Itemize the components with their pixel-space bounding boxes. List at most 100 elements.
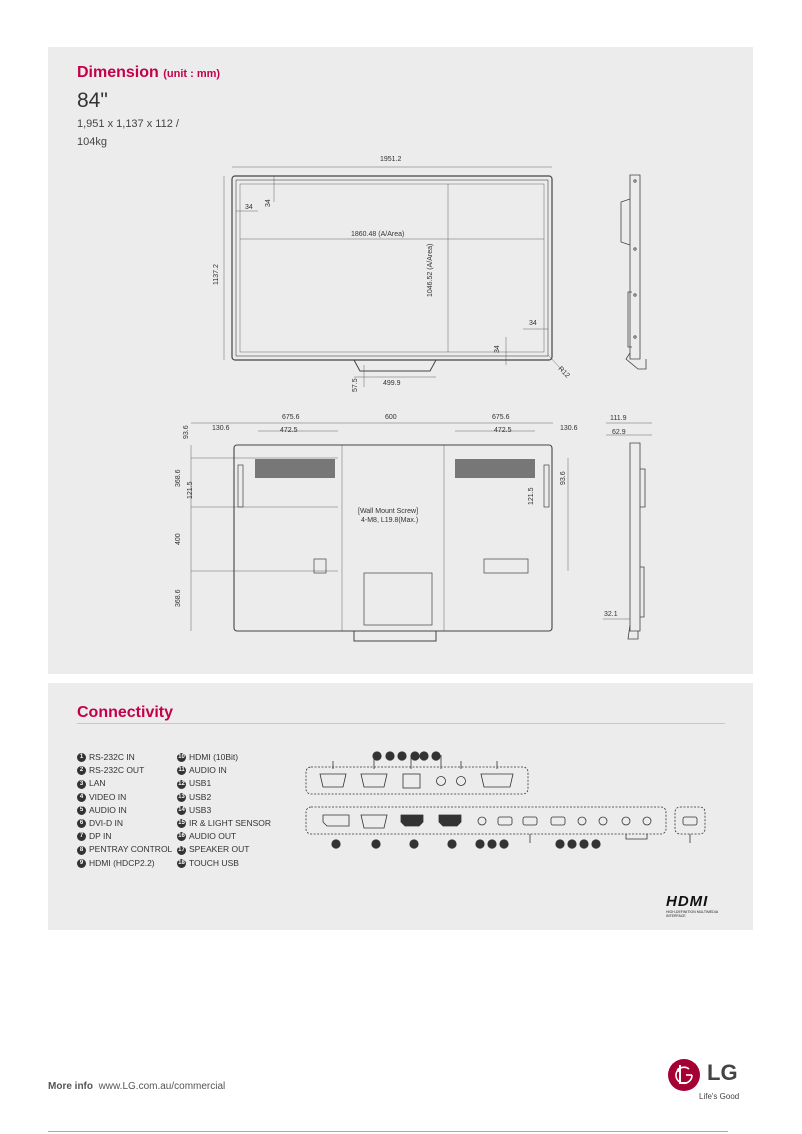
wall-mount-screw-line1: [Wall Mount Screw] <box>358 508 418 515</box>
bottom-rule <box>48 1131 728 1132</box>
legend-label: TOUCH USB <box>189 857 239 868</box>
video-in-port-icon <box>436 776 446 786</box>
callout-number: 9 <box>412 842 416 848</box>
callout-circle-icon <box>419 751 429 761</box>
callout-marker: 5 <box>397 751 407 761</box>
rear-v-r2-label: 93.6 <box>560 471 567 485</box>
dimension-unit: (unit : mm) <box>163 68 221 80</box>
legend-num-icon: 2 <box>77 766 86 776</box>
rear-v2-label: 121.5 <box>187 481 194 499</box>
callout-number: 6 <box>413 754 417 760</box>
callout-number: 2 <box>375 754 379 760</box>
legend-label: IR & LIGHT SENSOR <box>189 818 272 829</box>
rear-side-top-label: 93.6 <box>183 425 190 439</box>
callout-circle-icon <box>431 751 441 761</box>
callout-number: 5 <box>400 754 404 760</box>
front-stand-width-label: 499.9 <box>383 380 401 387</box>
legend-label: SPEAKER OUT <box>189 844 250 855</box>
dimension-heading: Dimension <box>77 64 159 81</box>
front-bezel-right-label: 34 <box>529 320 537 327</box>
wall-mount-screw-line2: 4-M8, L19.8(Max.) <box>361 517 418 524</box>
hdmi-logo-sub: HIGH-DEFINITION MULTIMEDIA INTERFACE <box>666 910 718 918</box>
rear-v-r1-label: 121.5 <box>528 487 535 505</box>
usb3-port-icon <box>550 816 566 826</box>
callout-marker: 16 <box>579 839 589 849</box>
callout-circle-icon <box>567 839 577 849</box>
legend-num-icon: 7 <box>77 832 86 842</box>
hdmi-logo: HDMI HIGH-DEFINITION MULTIMEDIA INTERFAC… <box>666 893 736 918</box>
rear-w3-label: 675.6 <box>492 414 510 421</box>
callout-circle-icon <box>410 751 420 761</box>
callout-circle-icon <box>475 839 485 849</box>
connectivity-title: Connectivity <box>77 704 174 721</box>
connectivity-divider <box>77 723 725 724</box>
spec-text: 1,951 x 1,137 x 112 / 104kg <box>77 115 187 151</box>
callout-circle-icon <box>331 839 341 849</box>
legend-num-icon: 14 <box>177 805 186 815</box>
rear-v1-label: 368.6 <box>175 469 182 487</box>
rear-right-label: 130.6 <box>560 425 578 432</box>
hdmi-port-icon <box>400 814 424 827</box>
dimension-panel: Dimension (unit : mm) 84" 1,951 x 1,137 … <box>48 47 753 674</box>
legend-num-icon: 6 <box>77 819 86 829</box>
legend-label: USB3 <box>189 804 212 815</box>
callout-circle-icon <box>372 751 382 761</box>
callout-number: 13 <box>501 842 508 848</box>
dimension-title: Dimension (unit : mm) <box>77 64 220 82</box>
callout-marker: 14 <box>555 839 565 849</box>
callout-marker: 10 <box>447 839 457 849</box>
hdmi-logo-word: HDMI <box>666 893 709 910</box>
ir-sensor-port-icon <box>577 816 587 826</box>
port-panel-diagram <box>305 755 706 843</box>
front-area-height-label: 1046.52 (A/Area) <box>427 244 434 297</box>
callout-marker: 17 <box>591 839 601 849</box>
rs232c-out-port-icon <box>360 773 388 788</box>
callout-number: 4 <box>388 754 392 760</box>
callout-marker: 4 <box>385 751 395 761</box>
legend-label: DP IN <box>89 831 112 842</box>
front-view <box>223 166 564 387</box>
legend-label: VIDEO IN <box>89 791 127 802</box>
touch-usb-port-icon <box>682 816 698 826</box>
rear-w2-label: 600 <box>385 414 397 421</box>
callout-marker: 8 <box>371 839 381 849</box>
usb2-port-icon <box>522 816 538 826</box>
dp-port-icon <box>322 814 350 827</box>
rear-view <box>190 422 569 642</box>
front-radius-label: R12 <box>557 365 571 379</box>
legend-num-icon: 15 <box>177 819 186 829</box>
legend-num-icon: 16 <box>177 832 186 842</box>
legend-label: HDMI (10Bit) <box>189 752 239 762</box>
callout-marker: 12 <box>487 839 497 849</box>
legend-num-icon: 4 <box>77 792 86 802</box>
callout-circle-icon <box>385 751 395 761</box>
rear-left-label: 130.6 <box>212 425 230 432</box>
speaker-out-left-port-icon <box>621 816 631 826</box>
callout-number: 1 <box>422 754 426 760</box>
rear-hole-right-label: 472.5 <box>494 427 512 434</box>
front-width-label: 1951.2 <box>380 156 402 163</box>
rear-v3-label: 400 <box>175 533 182 545</box>
callout-circle-icon <box>447 839 457 849</box>
front-bezel-bottom-label: 34 <box>494 345 501 353</box>
callout-marker: 7 <box>331 839 341 849</box>
legend-num-icon: 3 <box>77 779 86 789</box>
side-view-top <box>620 174 647 370</box>
legend-num-icon: 10 <box>177 753 186 763</box>
callout-circle-icon <box>409 839 419 849</box>
legend-label: AUDIO OUT <box>189 831 237 842</box>
speaker-out-right-port-icon <box>642 816 652 826</box>
callout-number: 14 <box>557 842 564 848</box>
callout-number: 7 <box>334 842 338 848</box>
footer-url-link[interactable]: www.LG.com.au/commercial <box>98 1081 226 1092</box>
usb1-port-icon <box>497 816 513 826</box>
